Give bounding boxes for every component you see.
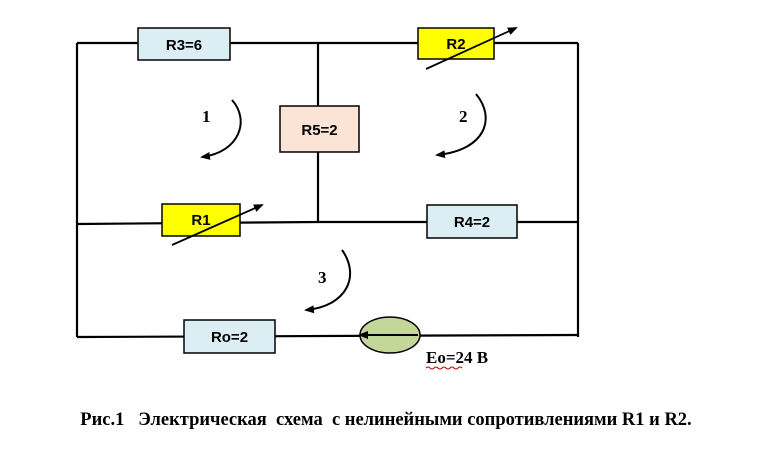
resistor-r5-body	[279, 105, 360, 153]
resistor-r2: R2	[417, 27, 518, 70]
loop-1-arrow	[200, 99, 242, 160]
resistor-r3-body	[137, 27, 231, 61]
resistor-ro: Ro=2	[183, 319, 276, 354]
resistor-r3-label: R3=6	[166, 37, 202, 54]
resistor-ro-label: Ro=2	[211, 329, 248, 346]
resistor-r2-variable-arrow	[425, 27, 518, 70]
loop-2-number: 2	[459, 107, 468, 126]
emf-source: Eo=24 B	[358, 316, 488, 370]
resistor-r5-label: R5=2	[301, 122, 337, 139]
loop-2: 2	[435, 93, 487, 159]
resistor-r1-body	[161, 203, 241, 237]
resistor-r1: R1	[161, 203, 264, 246]
resistor-r1-label: R1	[191, 212, 210, 229]
resistor-r4-label: R4=2	[454, 214, 490, 231]
loop-3-number: 3	[318, 268, 327, 287]
resistor-r3: R3=6	[137, 27, 231, 61]
figure-caption: Рис.1 Электрическая схема с нелинейными …	[80, 410, 692, 430]
emf-source-label-underline	[425, 366, 463, 370]
resistor-ro-body	[183, 319, 276, 354]
resistor-r1-variable-arrow	[171, 204, 264, 246]
wires	[75, 41, 580, 339]
resistor-r2-label: R2	[446, 36, 465, 53]
loop-2-arrow	[435, 93, 487, 159]
loop-1-number: 1	[202, 107, 211, 126]
emf-source-label: Eo=24 B	[426, 348, 488, 367]
loop-3-arrow	[304, 249, 352, 314]
resistor-r5: R5=2	[279, 105, 360, 153]
loop-1: 1	[200, 99, 242, 160]
wire-bottom	[76, 333, 579, 339]
resistor-r4-body	[426, 204, 518, 239]
resistor-r4: R4=2	[426, 204, 518, 239]
loop-3: 3	[304, 249, 352, 314]
